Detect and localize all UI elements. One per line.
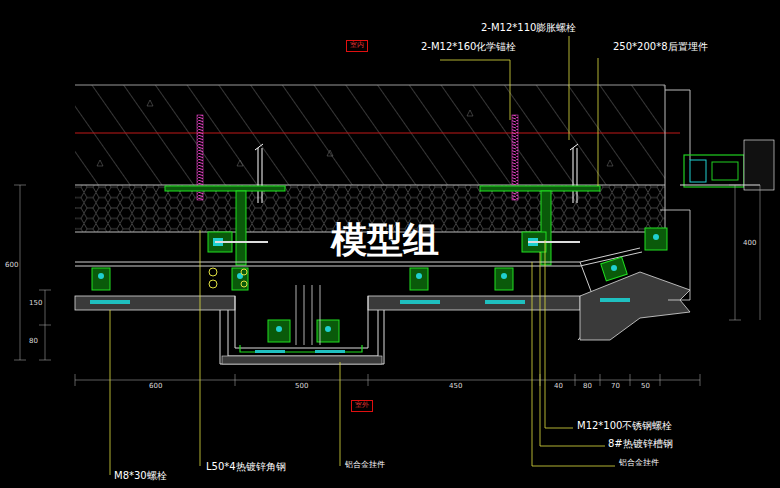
callout-text: 8#热镀锌槽钢 <box>607 438 674 449</box>
region-tag: 室内 <box>346 40 368 52</box>
callout-text: 250*200*8后置埋件 <box>612 41 709 52</box>
dimension: 80 <box>28 338 39 346</box>
dimension: 450 <box>448 383 463 391</box>
dimension: 400 <box>742 240 757 248</box>
tag-text: 室内 <box>350 42 364 50</box>
dimension: 80 <box>582 383 593 391</box>
watermark: 模型组 <box>330 220 440 260</box>
dimension: 600 <box>148 383 163 391</box>
callout-text: L50*4热镀锌角钢 <box>205 461 287 472</box>
callout-text: 铝合金挂件 <box>344 461 386 470</box>
dimension: 150 <box>28 300 43 308</box>
dimension: 40 <box>553 383 564 391</box>
callout-text: 铝合金挂件 <box>618 459 660 468</box>
region-tag: 室外 <box>351 400 373 412</box>
callout-text: 2-M12*110膨胀螺栓 <box>480 22 577 33</box>
dimension: 500 <box>294 383 309 391</box>
dimension: 600 <box>4 262 19 270</box>
callout-text: M8*30螺栓 <box>113 470 168 481</box>
tag-text: 室外 <box>355 402 369 410</box>
callout-text: M12*100不锈钢螺栓 <box>576 420 673 431</box>
dimension: 50 <box>640 383 651 391</box>
callout-text: 2-M12*160化学锚栓 <box>420 41 517 52</box>
dimension: 70 <box>610 383 621 391</box>
